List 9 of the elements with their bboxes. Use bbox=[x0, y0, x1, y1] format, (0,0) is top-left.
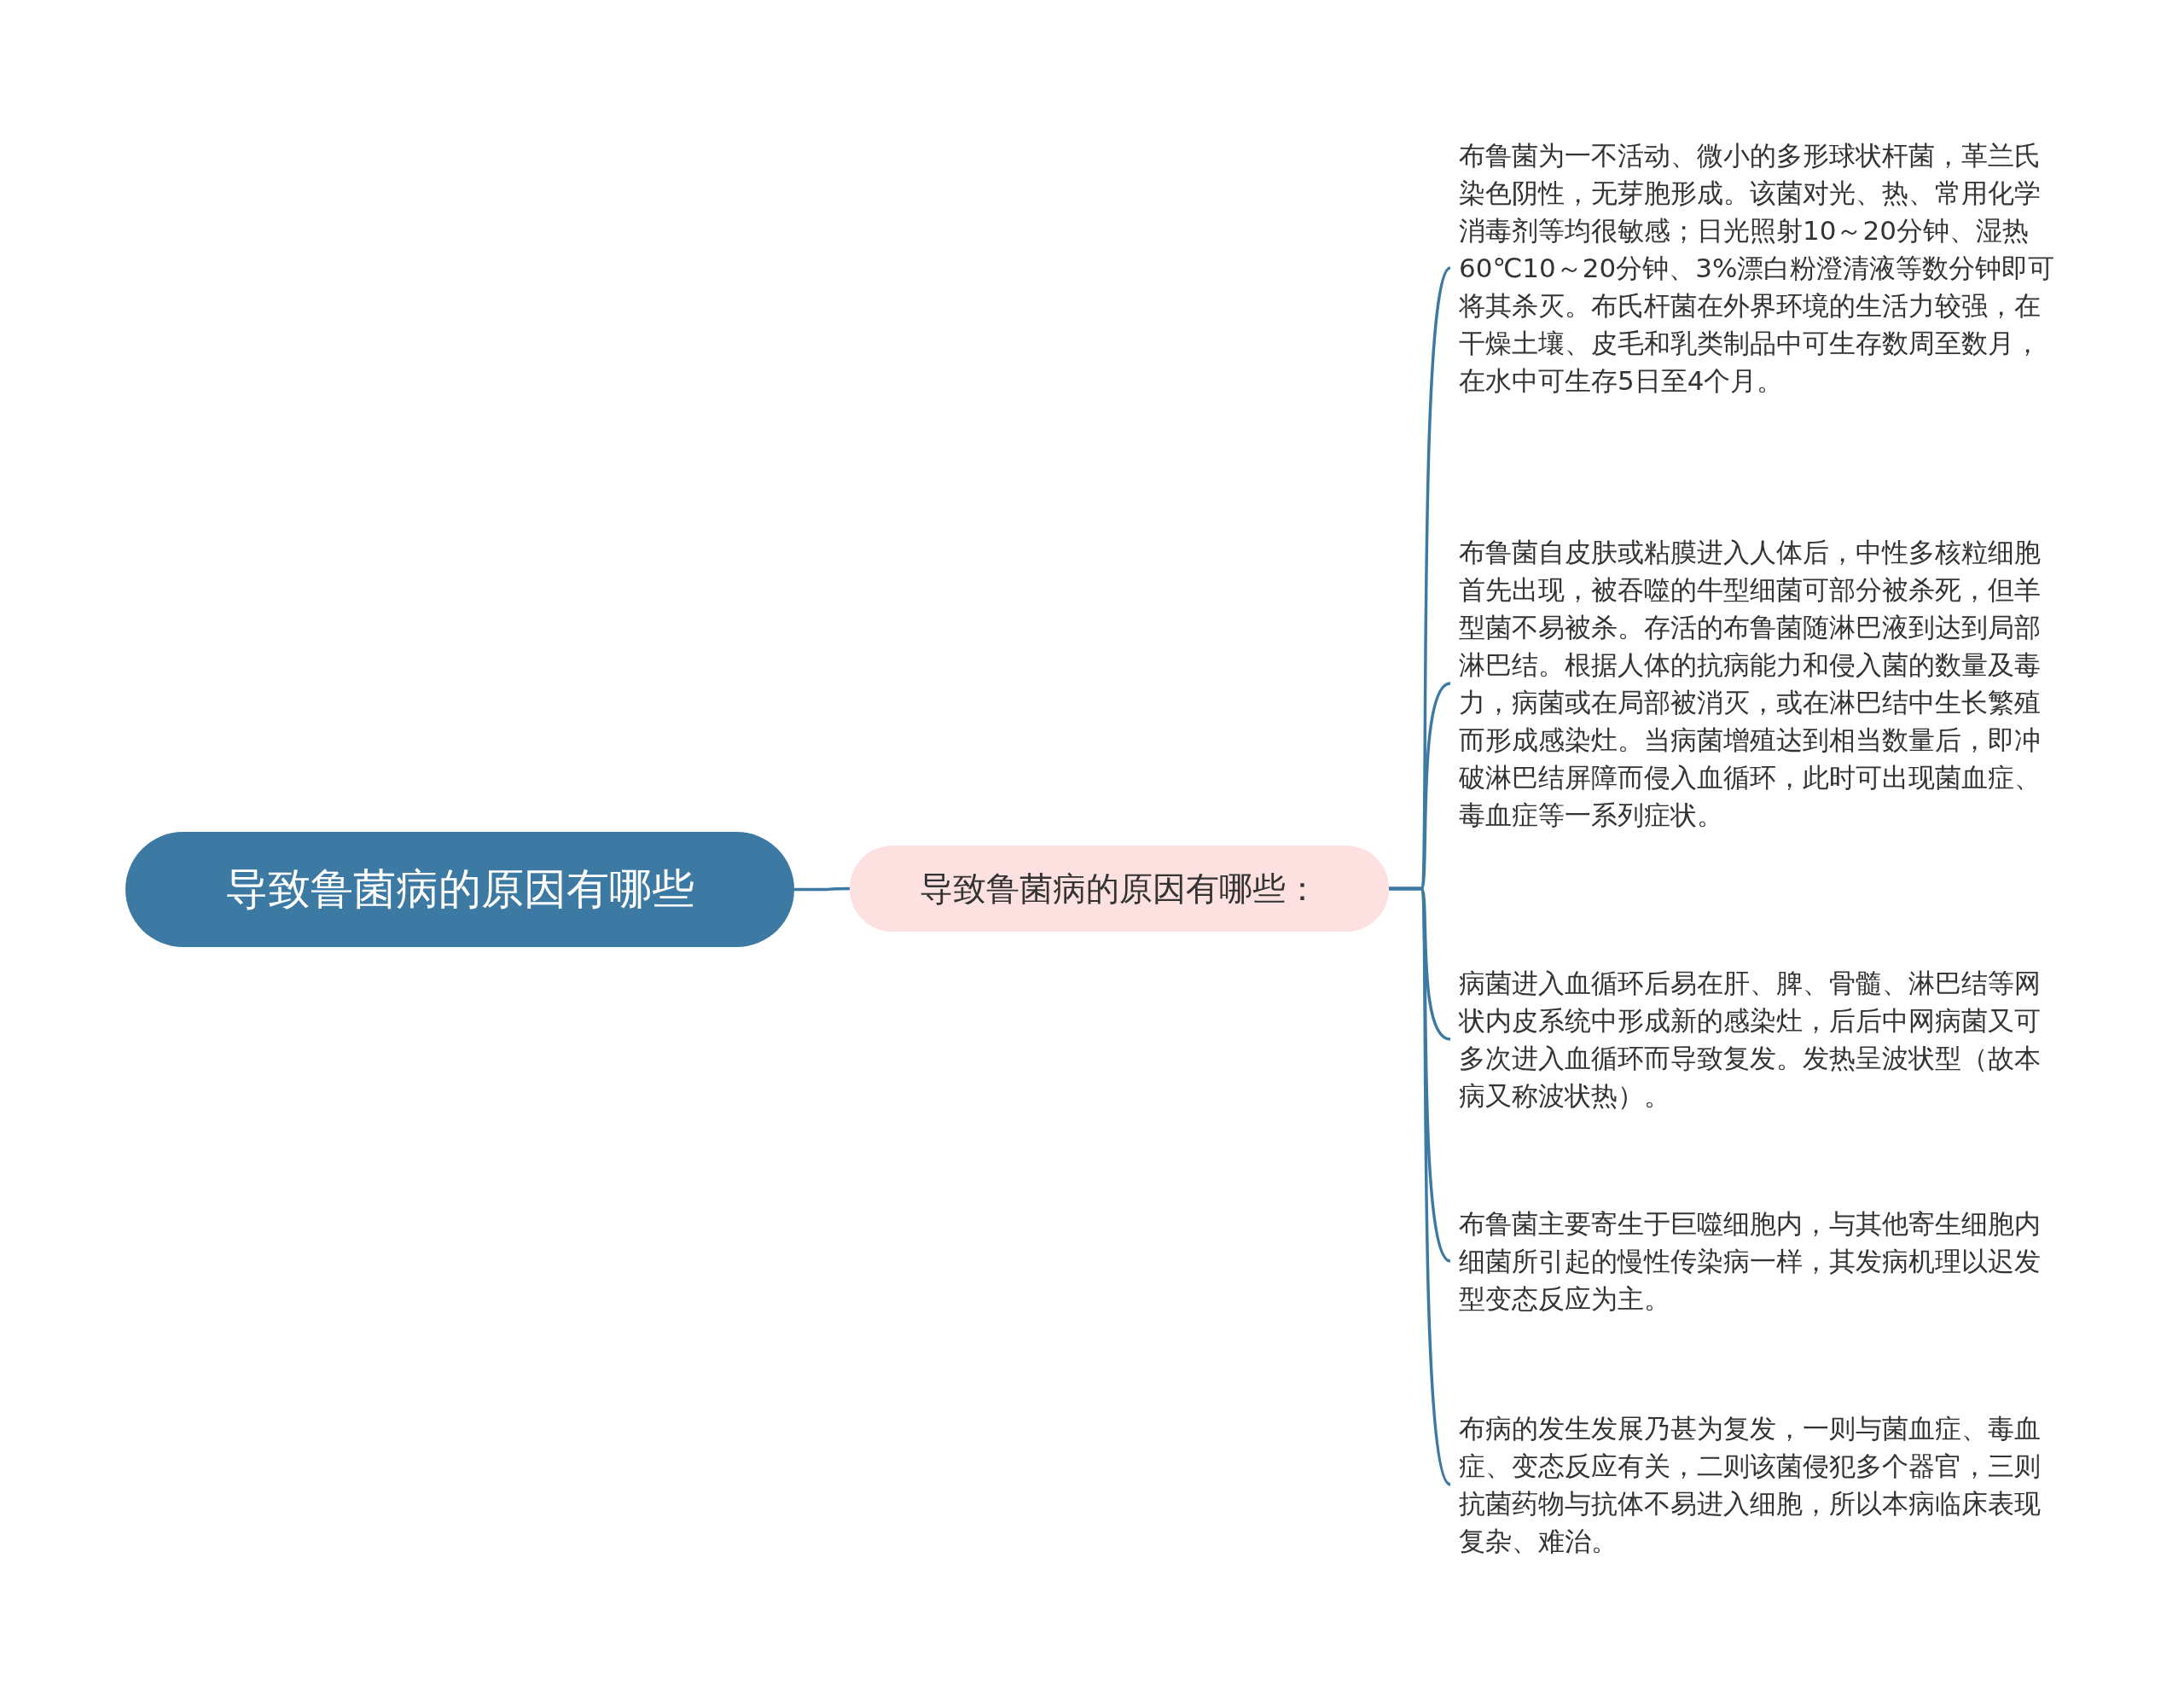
leaf-text: 病菌进入血循环后易在肝、脾、骨髓、淋巴结等网状内皮系统中形成新的感染灶，后后中网病菌又可多次进入血循环而导致复发。发热呈波状型（故本病又称波状热）。 bbox=[1450, 964, 2058, 1114]
root-topic-box: 导致鲁菌病的原因有哪些 bbox=[125, 832, 794, 947]
connector-line bbox=[794, 886, 850, 892]
connector-line bbox=[1389, 886, 1452, 1485]
leaf-text: 布病的发生发展乃甚为复发，一则与菌血症、毒血症、变态反应有关，二则该菌侵犯多个器官，三则抗菌药物与抗体不易进入细胞，所以本病临床表现复杂、难治。 bbox=[1450, 1409, 2058, 1560]
leaf-text: 布鲁菌主要寄生于巨噬细胞内，与其他寄生细胞内细菌所引起的慢性传染病一样，其发病机理以迟发型变态反应为主。 bbox=[1450, 1205, 2058, 1317]
topic-box: 导致鲁菌病的原因有哪些： bbox=[850, 846, 1389, 932]
leaf-text: 布鲁菌为一不活动、微小的多形球状杆菌，革兰氏染色阴性，无芽胞形成。该菌对光、热、常用化学消毒剂等均很敏感；日光照射10～20分钟、湿热60℃10～20分钟、3%漂白粉澄清液等数分钟即可将其杀灭。布氏杆菌在外界环境的生活力较强，在干燥土壤、皮毛和乳类制品中可生存数周至数月，在水中可生存5日至4个月。 bbox=[1450, 137, 2058, 399]
leaf-text: 布鲁菌自皮肤或粘膜进入人体后，中性多核粒细胞首先出现，被吞噬的牛型细菌可部分被杀死，但羊型菌不易被杀。存活的布鲁菌随淋巴液到达到局部淋巴结。根据人体的抗病能力和侵入菌的数量及毒力，病菌或在局部被消灭，或在淋巴结中生长繁殖而形成感染灶。当病菌增殖达到相当数量后，即冲破淋巴结屏障而侵入血循环，此时可出现菌血症、毒血症等一系列症状。 bbox=[1450, 533, 2058, 834]
